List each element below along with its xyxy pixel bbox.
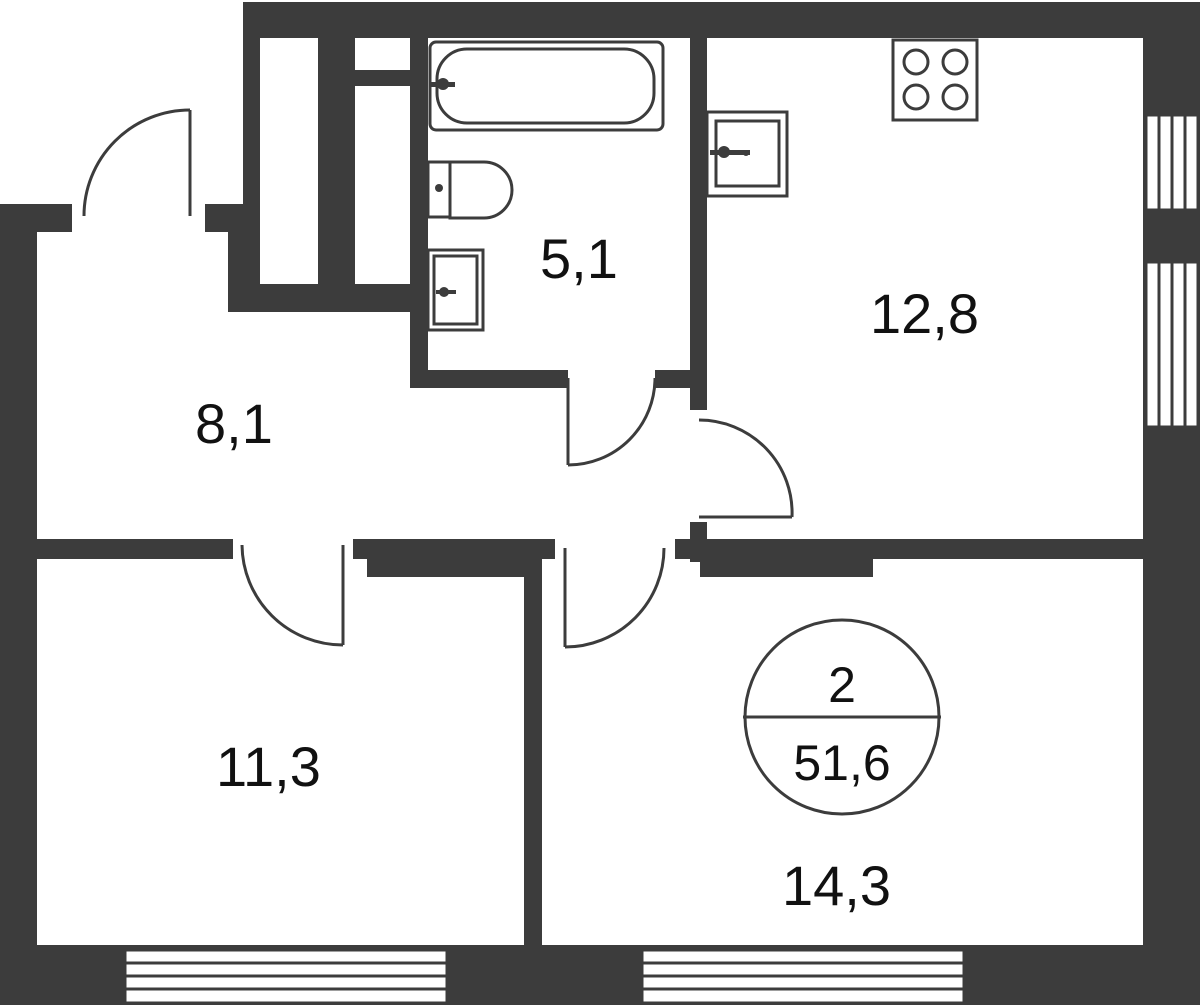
windows [123, 113, 1200, 1005]
bedroom-area-label: 11,3 [216, 735, 321, 798]
kitchen-area-label: 12,8 [870, 282, 979, 345]
left-wall [0, 204, 37, 1005]
living-door-swing [564, 547, 666, 649]
middle-wall-center-thick [367, 539, 524, 577]
room-labels: 5,1 12,8 8,1 11,3 14,3 [195, 227, 979, 917]
bathroom-wall-bottom [410, 370, 568, 388]
top-wall [243, 2, 1200, 38]
toilet-bowl [448, 160, 514, 220]
stove-burner-icon [941, 48, 969, 76]
room-count: 2 [828, 657, 856, 713]
bathroom-wall-left [410, 38, 428, 388]
closet-wall-middle [318, 38, 355, 306]
bedroom-living-wall [524, 539, 542, 949]
hallway-area-label: 8,1 [195, 392, 273, 455]
middle-wall-left [37, 539, 233, 559]
closet-shelf-bottom [355, 296, 410, 312]
kitchen-fixtures [705, 38, 979, 198]
toilet-button-icon [435, 184, 443, 192]
kitchen-door-swing [698, 418, 794, 518]
stove-burner-icon [902, 83, 930, 111]
stove-burner-icon [902, 48, 930, 76]
living-area-label: 14,3 [782, 854, 891, 917]
closet-shelf-top [355, 70, 410, 86]
inner-walls [37, 38, 1145, 949]
total-area: 51,6 [793, 735, 890, 791]
entry-door-swing [82, 108, 191, 217]
bathtub-inner [435, 47, 656, 125]
apartment-badge: 2 51,6 [743, 618, 941, 816]
bathroom-wall-right [690, 38, 707, 410]
middle-wall-right-thick [700, 539, 873, 577]
stove [891, 38, 979, 122]
bedroom-door-swing [240, 544, 344, 647]
doors [82, 108, 794, 649]
entry-wall-left [0, 204, 72, 232]
bathroom-fixtures [426, 40, 665, 332]
bathroom-area-label: 5,1 [540, 227, 618, 290]
bathroom-door-swing [567, 377, 657, 467]
stove-burner-icon [941, 83, 969, 111]
